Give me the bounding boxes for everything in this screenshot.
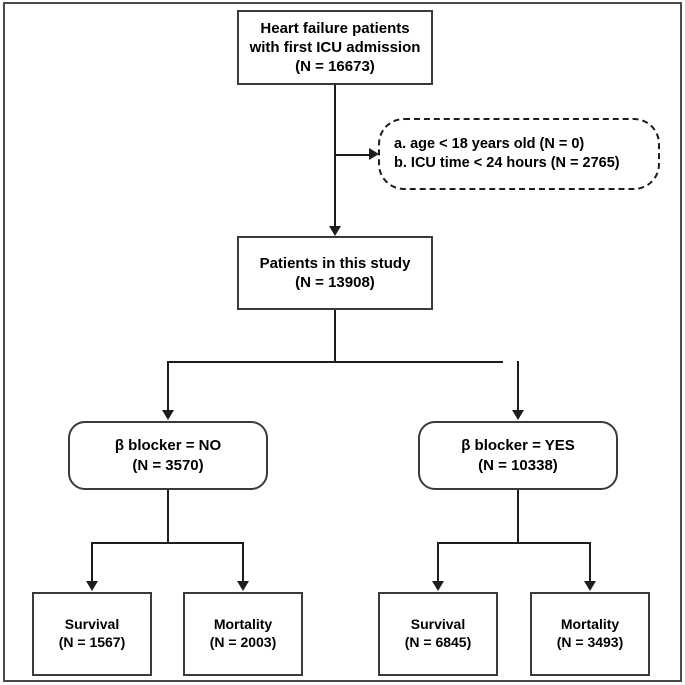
arrowhead-to-blocker-no	[162, 410, 174, 420]
node-line: (N = 1567)	[58, 634, 126, 650]
connector-top-to-study	[334, 85, 336, 227]
arrowhead-to-study	[329, 226, 341, 236]
node-line: (N = 16673)	[295, 58, 375, 76]
node-line: (N = 6845)	[404, 634, 472, 650]
connector-to-blocker-yes	[517, 361, 519, 411]
connector-to-blocker-no	[167, 361, 169, 411]
node-line: Mortality	[213, 616, 273, 633]
node-heart-failure-patients: Heart failure patients with first ICU ad…	[237, 10, 433, 85]
arrowhead-to-outcome-0	[86, 581, 98, 591]
connector-to-outcome-1	[242, 542, 244, 582]
exclusion-criterion-b: b. ICU time < 24 hours (N = 2765)	[394, 155, 620, 171]
node-line: β blocker = YES	[461, 437, 575, 455]
node-line: (N = 10338)	[478, 456, 558, 474]
node-line: Heart failure patients	[260, 19, 410, 37]
arrowhead-to-blocker-yes	[512, 410, 524, 420]
connector-to-exclusion	[335, 154, 371, 156]
connector-study-down	[334, 310, 336, 362]
node-patients-in-study: Patients in this study (N = 13908)	[237, 236, 433, 310]
node-line: β blocker = NO	[114, 437, 222, 455]
arrowhead-to-outcome-3	[584, 581, 596, 591]
node-outcome-mortality-yes-blocker: Mortality (N = 3493)	[530, 592, 650, 676]
exclusion-criterion-a: a. age < 18 years old (N = 0)	[394, 136, 585, 153]
node-line: Mortality	[560, 616, 620, 633]
arrowhead-to-exclusion	[369, 148, 379, 160]
connector-split-bar-no	[91, 542, 243, 544]
arrowhead-to-outcome-2	[432, 581, 444, 591]
connector-blocker-yes-down	[517, 490, 519, 543]
node-line: (N = 13908)	[295, 274, 375, 291]
arrowhead-to-outcome-1	[237, 581, 249, 591]
outer-frame	[3, 2, 682, 682]
connector-to-outcome-0	[91, 542, 93, 582]
connector-split-bar-level1	[167, 361, 503, 363]
node-beta-blocker-no: β blocker = NO (N = 3570)	[68, 421, 268, 490]
node-outcome-survival-yes-blocker: Survival (N = 6845)	[378, 592, 498, 676]
node-outcome-mortality-no-blocker: Mortality (N = 2003)	[183, 592, 303, 676]
node-line: with first ICU admission	[249, 38, 421, 56]
connector-to-outcome-2	[437, 542, 439, 582]
node-outcome-survival-no-blocker: Survival (N = 1567)	[32, 592, 152, 676]
node-exclusion-criteria: a. age < 18 years old (N = 0) b. ICU tim…	[378, 118, 660, 190]
node-beta-blocker-yes: β blocker = YES (N = 10338)	[418, 421, 618, 490]
node-line: (N = 3570)	[132, 456, 204, 474]
node-line: (N = 2003)	[209, 634, 277, 650]
node-line: Patients in this study	[259, 254, 411, 272]
connector-to-outcome-3	[589, 542, 591, 582]
node-line: Survival	[410, 616, 466, 633]
connector-split-bar-yes	[437, 542, 589, 544]
node-line: Survival	[64, 616, 120, 633]
node-line: (N = 3493)	[556, 634, 624, 650]
connector-blocker-no-down	[167, 490, 169, 543]
